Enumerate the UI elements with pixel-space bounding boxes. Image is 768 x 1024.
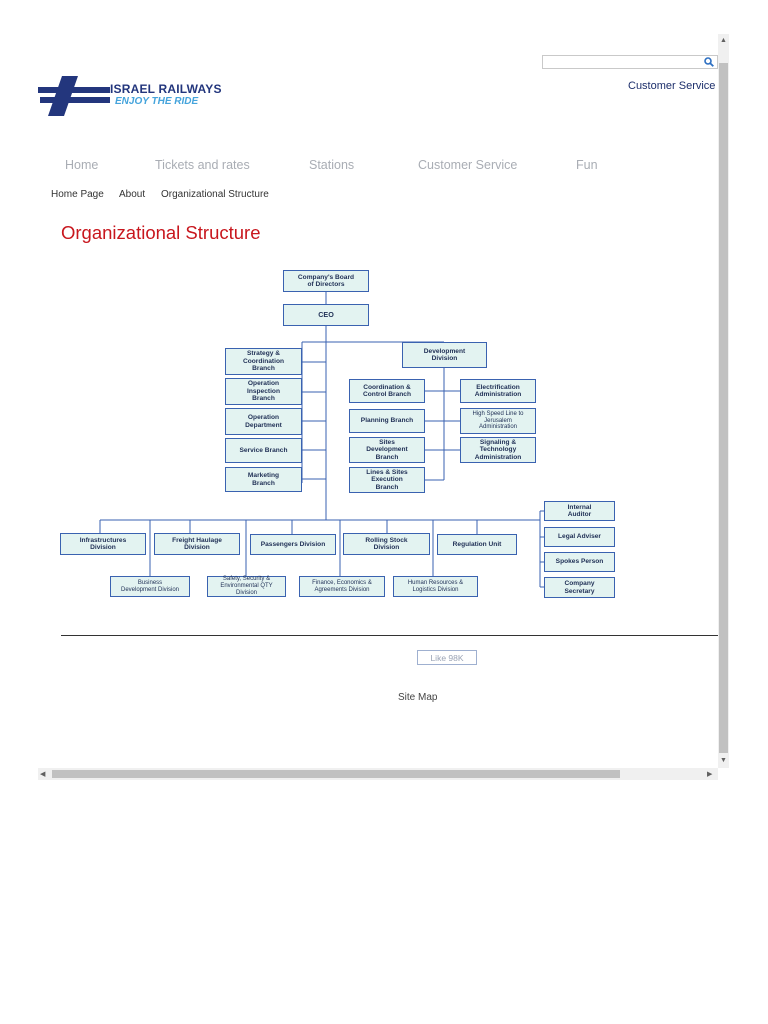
org-left-branch: Strategy & Coordination Branch bbox=[225, 348, 302, 375]
org-division: Safety, Security & Environmental QTY Div… bbox=[207, 576, 286, 597]
org-left-branch: Service Branch bbox=[225, 438, 302, 463]
nav-customer-service[interactable]: Customer Service bbox=[418, 158, 518, 172]
scroll-down-icon[interactable]: ▼ bbox=[720, 757, 727, 764]
org-division: Passengers Division bbox=[250, 534, 336, 555]
nav-fun[interactable]: Fun bbox=[576, 158, 598, 172]
logo-title: ISRAEL RAILWAYS bbox=[110, 82, 222, 96]
org-division: Regulation Unit bbox=[437, 534, 517, 555]
org-staff: Company Secretary bbox=[544, 577, 615, 598]
logo-mark-icon bbox=[38, 76, 110, 116]
scroll-up-icon[interactable]: ▲ bbox=[720, 37, 727, 44]
org-left-branch: Marketing Branch bbox=[225, 467, 302, 492]
org-board-of-directors: Company's Board of Directors bbox=[283, 270, 369, 292]
breadcrumb-home-page[interactable]: Home Page bbox=[51, 189, 104, 200]
org-development-division: Development Division bbox=[402, 342, 487, 368]
search-box bbox=[542, 55, 718, 72]
nav-tickets-and-rates[interactable]: Tickets and rates bbox=[155, 158, 250, 172]
org-dev-administration: Signaling & Technology Administration bbox=[460, 437, 536, 463]
like-button[interactable]: Like 98K bbox=[417, 650, 477, 665]
breadcrumb-current: Organizational Structure bbox=[161, 189, 269, 200]
org-division: Rolling Stock Division bbox=[343, 533, 430, 555]
org-dev-branch: Planning Branch bbox=[349, 409, 425, 433]
org-ceo: CEO bbox=[283, 304, 369, 326]
customer-service-link[interactable]: Customer Service bbox=[628, 80, 716, 92]
scroll-right-icon[interactable]: ▶ bbox=[707, 771, 713, 778]
org-dev-branch: Sites Development Branch bbox=[349, 437, 425, 463]
page-title: Organizational Structure bbox=[61, 222, 261, 243]
org-staff: Internal Auditor bbox=[544, 501, 615, 521]
footer-divider bbox=[61, 635, 718, 636]
nav-home[interactable]: Home bbox=[65, 158, 99, 172]
org-division: Human Resources & Logistics Division bbox=[393, 576, 478, 597]
org-staff: Legal Adviser bbox=[544, 527, 615, 547]
org-left-branch: Operation Department bbox=[225, 408, 302, 435]
breadcrumb-about[interactable]: About bbox=[119, 189, 146, 200]
search-icon[interactable] bbox=[702, 56, 716, 68]
org-division: Finance, Economics & Agreements Division bbox=[299, 576, 385, 597]
logo-slogan: ENJOY THE RIDE bbox=[115, 96, 199, 107]
org-dev-administration: Electrification Administration bbox=[460, 379, 536, 403]
org-division: Freight Haulage Division bbox=[154, 533, 240, 555]
nav-stations[interactable]: Stations bbox=[309, 158, 355, 172]
org-dev-branch: Coordination & Control Branch bbox=[349, 379, 425, 403]
org-left-branch: Operation Inspection Branch bbox=[225, 378, 302, 405]
search-input[interactable] bbox=[543, 60, 709, 72]
vertical-scrollbar-thumb[interactable] bbox=[719, 63, 728, 753]
scroll-left-icon[interactable]: ◀ bbox=[40, 771, 46, 778]
org-division: Business Development Division bbox=[110, 576, 190, 597]
org-dev-administration: High Speed Line to Jerusalem Administrat… bbox=[460, 408, 536, 434]
horizontal-scrollbar-thumb[interactable] bbox=[52, 770, 620, 778]
logo[interactable]: ISRAEL RAILWAYS ENJOY THE RIDE bbox=[38, 76, 238, 116]
org-staff: Spokes Person bbox=[544, 552, 615, 572]
org-dev-branch: Lines & Sites Execution Branch bbox=[349, 467, 425, 493]
site-map-link[interactable]: Site Map bbox=[398, 692, 438, 703]
org-division: Infrastructures Division bbox=[60, 533, 146, 555]
